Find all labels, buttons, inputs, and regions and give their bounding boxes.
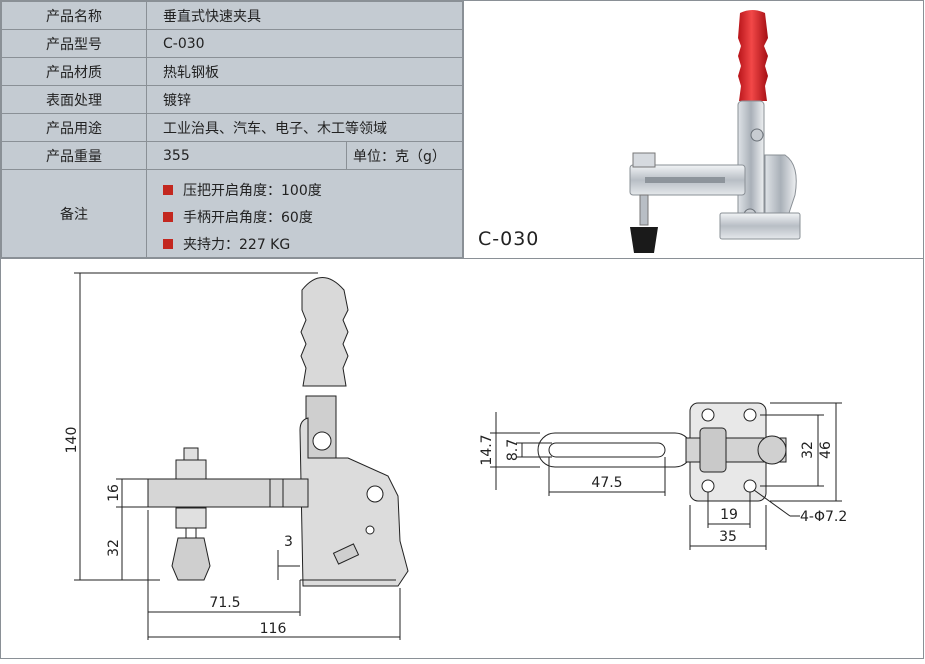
- slot-outer: [537, 432, 693, 468]
- row-label: 产品名称: [1, 1, 147, 30]
- table-row: 备注 压把开启角度：100度 手柄开启角度：60度 夹持力：227 KG: [1, 169, 463, 258]
- base-pivot: [366, 485, 384, 503]
- base-hole: [365, 525, 375, 535]
- table-row: 表面处理 镀锌: [1, 85, 463, 114]
- side-view-drawing: 140 16 32 3 71.5 116: [64, 272, 409, 640]
- model-label: C-030: [478, 228, 540, 250]
- bullet-icon: [163, 238, 173, 249]
- list-item: 夹持力：227 KG: [163, 230, 462, 257]
- handle-pivot: [312, 431, 332, 451]
- row-value: C-030: [146, 29, 463, 58]
- row-label: 产品用途: [1, 113, 147, 142]
- row-label: 产品型号: [1, 29, 147, 58]
- handle-grip-outline: [300, 277, 349, 387]
- spec-table: 产品名称 垂直式快速夹具 产品型号 C-030 产品材质 热轧钢板 表面处理 镀…: [1, 1, 463, 258]
- dim-32-top: 32: [800, 441, 816, 459]
- note-text: 手柄开启角度：60度: [183, 209, 313, 226]
- mount-hole: [701, 408, 715, 422]
- table-row: 产品材质 热轧钢板: [1, 57, 463, 86]
- note-text: 夹持力：227 KG: [183, 236, 291, 253]
- stop-tab: [332, 543, 360, 565]
- dim-46: 46: [818, 441, 834, 459]
- product-photo: [629, 10, 801, 253]
- spindle-nut: [632, 152, 656, 168]
- dim-14-7: 14.7: [479, 434, 495, 465]
- top-view-drawing: 14.7 8.7 47.5 19 35 32 46 4-Φ7.2: [479, 402, 847, 550]
- row-label: 表面处理: [1, 85, 147, 114]
- bullet-icon: [163, 184, 173, 195]
- top-nut-cap: [183, 447, 199, 461]
- dim-140: 140: [64, 427, 80, 454]
- mount-hole: [743, 408, 757, 422]
- bar-slot: [645, 177, 725, 183]
- dim-3: 3: [284, 534, 293, 550]
- dim-116: 116: [260, 621, 287, 637]
- notes-list: 压把开启角度：100度 手柄开启角度：60度 夹持力：227 KG: [147, 170, 462, 257]
- spindle: [639, 194, 649, 226]
- pivot-rivet: [750, 128, 764, 142]
- lower-nut: [175, 507, 207, 529]
- row-label: 产品重量: [1, 141, 147, 170]
- divider-vertical: [463, 0, 464, 258]
- dim-19: 19: [720, 507, 738, 523]
- table-row: 产品名称 垂直式快速夹具: [1, 1, 463, 30]
- center-block: [699, 427, 727, 473]
- handle-grip: [738, 10, 768, 101]
- notes-cell: 压把开启角度：100度 手柄开启角度：60度 夹持力：227 KG: [146, 169, 463, 258]
- row-value: 355: [146, 141, 347, 170]
- dim-16: 16: [106, 484, 122, 502]
- spindle-rod: [185, 527, 197, 539]
- row-value: 工业治具、汽车、电子、木工等领域: [146, 113, 463, 142]
- note-text: 压把开启角度：100度: [183, 182, 322, 199]
- top-nut: [175, 459, 207, 480]
- row-value: 垂直式快速夹具: [146, 1, 463, 30]
- weight-unit: 单位：克（g）: [346, 141, 463, 170]
- mount-hole: [701, 479, 715, 493]
- dim-47-5: 47.5: [591, 475, 622, 491]
- base-plate: [719, 212, 801, 240]
- pin-top: [757, 435, 787, 465]
- dim-32: 32: [106, 539, 122, 557]
- row-value: 热轧钢板: [146, 57, 463, 86]
- dim-35: 35: [719, 529, 737, 545]
- row-value: 镀锌: [146, 85, 463, 114]
- notes-label: 备注: [1, 169, 147, 258]
- divider-horizontal: [0, 258, 924, 259]
- spindle-tip: [171, 537, 211, 581]
- base-outline: [299, 417, 409, 587]
- row-label: 产品材质: [1, 57, 147, 86]
- dim-71-5: 71.5: [209, 595, 240, 611]
- bullet-icon: [163, 211, 173, 222]
- rubber-tip: [630, 227, 658, 253]
- list-item: 压把开启角度：100度: [163, 176, 462, 203]
- clamp-bar-outline: [147, 478, 309, 508]
- dim-8-7: 8.7: [505, 439, 521, 461]
- list-item: 手柄开启角度：60度: [163, 203, 462, 230]
- table-row: 产品重量 355 单位：克（g）: [1, 141, 463, 170]
- table-row: 产品型号 C-030: [1, 29, 463, 58]
- dim-holes: 4-Φ7.2: [800, 509, 847, 525]
- table-row: 产品用途 工业治具、汽车、电子、木工等领域: [1, 113, 463, 142]
- slot-inner: [548, 442, 666, 458]
